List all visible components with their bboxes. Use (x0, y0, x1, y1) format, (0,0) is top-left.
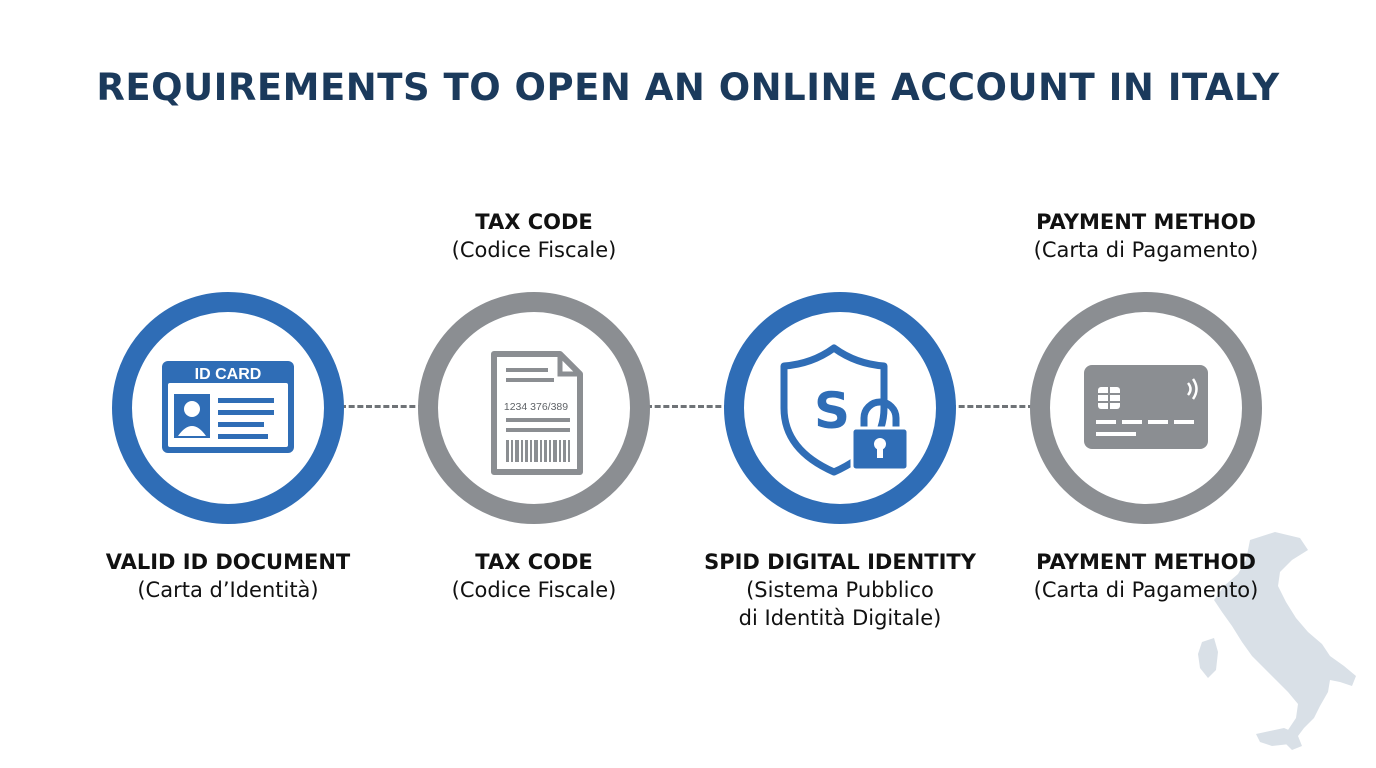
step-label-payment: PAYMENT METHOD (Carta di Pagamento) (986, 548, 1306, 604)
tax-document-icon: 1234 376/389 (491, 351, 583, 475)
step-label-name: SPID DIGITAL IDENTITY (704, 550, 976, 574)
step-label-sub: (Carta d’Identità) (137, 578, 319, 602)
step-label-name: VALID ID DOCUMENT (105, 550, 351, 574)
step-label-sub: (Sistema Pubblico (746, 578, 934, 602)
id-card-text: ID CARD (195, 366, 262, 383)
step-label-sub: (Carta di Pagamento) (1033, 578, 1259, 602)
step-label-id-document: VALID ID DOCUMENT (Carta d’Identità) (68, 548, 388, 604)
tax-number-text: 1234 376/389 (504, 401, 568, 413)
top-label-payment-method: PAYMENT METHOD (Carta di Pagamento) (986, 208, 1306, 264)
top-label-sub: (Codice Fiscale) (451, 238, 617, 262)
step-label-sub: (Codice Fiscale) (451, 578, 617, 602)
shield-lock-icon: S (780, 344, 910, 476)
top-label-sub: (Carta di Pagamento) (1033, 238, 1259, 262)
step-label-name: TAX CODE (475, 550, 593, 574)
credit-card-icon (1084, 365, 1208, 449)
id-card-icon: ID CARD (162, 361, 294, 453)
spid-s-text: S (814, 382, 850, 440)
step-node-tax-code: 1234 376/389 (418, 292, 650, 524)
step-label-sub: di Identità Digitale) (738, 606, 942, 630)
connector-line (646, 405, 730, 408)
connector-line (950, 405, 1034, 408)
top-label-tax-code: TAX CODE (Codice Fiscale) (374, 208, 694, 264)
step-node-id-document: ID CARD (112, 292, 344, 524)
step-node-payment (1030, 292, 1262, 524)
step-label-spid: SPID DIGITAL IDENTITY (Sistema Pubblico … (680, 548, 1000, 632)
page-title: REQUIREMENTS TO OPEN AN ONLINE ACCOUNT I… (96, 66, 1280, 109)
step-node-spid: S (724, 292, 956, 524)
step-label-name: PAYMENT METHOD (1036, 550, 1256, 574)
top-label-name: TAX CODE (475, 210, 593, 234)
connector-line (340, 405, 424, 408)
italy-map-icon (1198, 532, 1356, 750)
step-label-tax-code: TAX CODE (Codice Fiscale) (374, 548, 694, 604)
top-label-name: PAYMENT METHOD (1036, 210, 1256, 234)
